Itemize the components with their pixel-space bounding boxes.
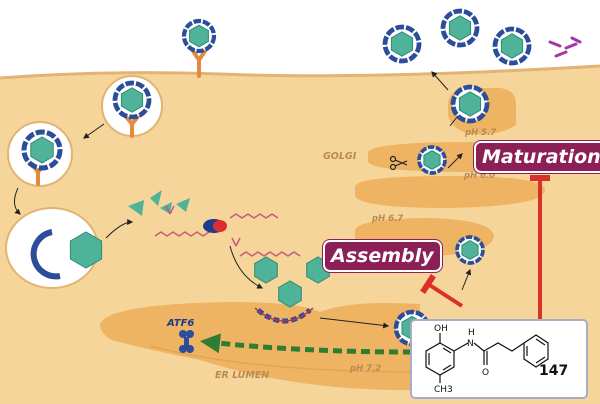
golgi-label: GOLGI: [323, 151, 357, 162]
virion-released-3: [492, 26, 532, 66]
capsid-cytoplasm-2: [278, 280, 302, 308]
released-peptides: [548, 36, 582, 58]
ribosome-icon: [203, 219, 227, 233]
virion-endocytosed-2: [21, 129, 63, 171]
assembly-stage-label: Assembly: [323, 240, 442, 272]
atom-o: O: [482, 368, 489, 378]
atom-n: N: [467, 339, 474, 349]
compound-bonds: [425, 333, 549, 383]
atf6-protein-icon: [179, 330, 194, 353]
capsid-released: [69, 231, 103, 269]
maturation-stage-label: Maturation: [474, 141, 600, 173]
endoplasmic-reticulum: [100, 302, 420, 391]
virion-layer: [21, 8, 532, 347]
capsid-fragments: [128, 190, 190, 216]
atom-ch3: CH3: [434, 385, 453, 395]
virion-golgi-assembly: [455, 235, 485, 265]
er-lower-membrane: [149, 345, 421, 373]
ph-label-7-2: pH 7.2: [350, 364, 382, 374]
inhibitor-compound-box: OH H N O CH3 147: [410, 319, 588, 399]
virion-surface-bound: [181, 18, 217, 54]
virion-released-2: [440, 8, 480, 48]
ph-label-5-7: pH 5.7: [465, 128, 497, 138]
virion-endocytosed-1: [112, 80, 152, 120]
atf6-label: ATF6: [167, 318, 195, 329]
uncoating-shell: [30, 229, 61, 280]
atom-oh: OH: [434, 324, 448, 334]
scissors-icon: [389, 155, 408, 171]
lifecycle-arrows: [14, 71, 472, 329]
plasma-membrane: [0, 64, 600, 80]
ph-label-6-0: pH 6.0: [464, 171, 496, 181]
virion-golgi-maturing: [450, 84, 490, 124]
atom-h: H: [468, 328, 475, 338]
ph-label-6-7: pH 6.7: [372, 214, 404, 224]
compound-structure: OH H N O CH3: [425, 324, 549, 395]
golgi-cisterna-3: [355, 176, 545, 208]
er-membrane-protein: [254, 307, 314, 322]
assembly-inhibition-line: [420, 273, 464, 308]
compound-number: 147: [539, 363, 569, 379]
capsid-cytoplasm-1: [254, 256, 278, 284]
virion-golgi-cleavage: [417, 145, 447, 175]
viral-rna: [154, 205, 301, 257]
virion-released-1: [382, 24, 422, 64]
er-lumen-label: ER LUMEN: [215, 370, 270, 381]
